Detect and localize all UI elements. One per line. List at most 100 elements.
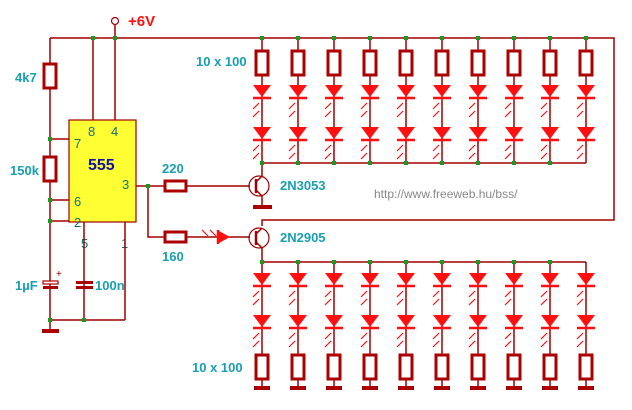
resistor-220 bbox=[163, 179, 188, 193]
junction-node bbox=[548, 36, 552, 40]
resistor bbox=[578, 49, 594, 77]
resistor-4k7 bbox=[42, 62, 58, 90]
resistor bbox=[362, 49, 378, 77]
junction-node bbox=[440, 36, 444, 40]
pin-4: 4 bbox=[111, 124, 118, 139]
resistor bbox=[326, 353, 342, 381]
indicator-led bbox=[219, 231, 230, 243]
led bbox=[505, 127, 523, 139]
resistor bbox=[542, 353, 558, 381]
top-rail-wire bbox=[50, 37, 615, 226]
resistor bbox=[290, 49, 306, 77]
resistor bbox=[290, 353, 306, 381]
resistor bbox=[398, 49, 414, 77]
led bbox=[361, 85, 379, 97]
pin-8: 8 bbox=[88, 124, 95, 139]
junction-node bbox=[368, 260, 372, 264]
polarity-mark: + bbox=[56, 269, 62, 280]
led bbox=[361, 127, 379, 139]
resistor bbox=[434, 353, 450, 381]
junction-node bbox=[332, 260, 336, 264]
led bbox=[469, 85, 487, 97]
label-100n: 100n bbox=[95, 278, 125, 293]
junction-node bbox=[512, 260, 516, 264]
junction-node bbox=[296, 260, 300, 264]
led bbox=[289, 85, 307, 97]
resistor bbox=[578, 353, 594, 381]
resistor-150k bbox=[42, 155, 58, 183]
led bbox=[469, 127, 487, 139]
junction-node bbox=[584, 36, 588, 40]
led bbox=[433, 315, 451, 327]
pin-7: 7 bbox=[74, 136, 81, 151]
led bbox=[505, 273, 523, 285]
led bbox=[433, 85, 451, 97]
label-220: 220 bbox=[162, 161, 184, 176]
pin-6: 6 bbox=[74, 194, 81, 209]
resistor bbox=[542, 49, 558, 77]
led bbox=[289, 273, 307, 285]
label-1uf: 1µF bbox=[15, 278, 38, 293]
led bbox=[469, 315, 487, 327]
label-2n3053: 2N3053 bbox=[280, 178, 326, 193]
led bbox=[397, 273, 415, 285]
label-bottom-resistors: 10 x 100 bbox=[192, 360, 243, 375]
led bbox=[433, 127, 451, 139]
junction-node bbox=[512, 36, 516, 40]
led bbox=[469, 273, 487, 285]
junction-node bbox=[404, 260, 408, 264]
pin-3: 3 bbox=[122, 177, 129, 192]
ic-label: 555 bbox=[88, 157, 115, 174]
resistor bbox=[470, 49, 486, 77]
resistor bbox=[434, 49, 450, 77]
led bbox=[289, 127, 307, 139]
junction-node bbox=[260, 36, 264, 40]
resistor bbox=[254, 353, 270, 381]
junction-node bbox=[260, 260, 264, 264]
led bbox=[325, 85, 343, 97]
junction-node bbox=[476, 260, 480, 264]
led bbox=[577, 273, 595, 285]
resistor bbox=[326, 49, 342, 77]
junction-node bbox=[404, 36, 408, 40]
junction-node bbox=[440, 260, 444, 264]
junction-node bbox=[332, 161, 336, 165]
junction-node bbox=[476, 36, 480, 40]
label-4k7: 4k7 bbox=[15, 70, 37, 85]
led bbox=[541, 315, 559, 327]
led bbox=[433, 273, 451, 285]
label-top-resistors: 10 x 100 bbox=[196, 54, 247, 69]
led bbox=[505, 85, 523, 97]
led bbox=[289, 315, 307, 327]
junction-node bbox=[548, 260, 552, 264]
resistor bbox=[506, 353, 522, 381]
label-150k: 150k bbox=[10, 163, 40, 178]
junction-node bbox=[548, 161, 552, 165]
led bbox=[541, 127, 559, 139]
supply-terminal bbox=[110, 16, 120, 26]
led bbox=[577, 315, 595, 327]
led bbox=[541, 85, 559, 97]
transistor-2n3053 bbox=[248, 163, 272, 209]
led bbox=[253, 85, 271, 97]
led bbox=[505, 315, 523, 327]
led bbox=[325, 315, 343, 327]
capacitor-1uf bbox=[42, 280, 59, 285]
led bbox=[325, 273, 343, 285]
url-text: http://www.freeweb.hu/bss/ bbox=[374, 187, 518, 201]
resistor-160 bbox=[163, 230, 188, 244]
transistor-2n2905 bbox=[248, 227, 270, 262]
led bbox=[577, 127, 595, 139]
label-160: 160 bbox=[162, 249, 184, 264]
junction-node bbox=[296, 36, 300, 40]
resistor bbox=[470, 353, 486, 381]
junction-node bbox=[332, 36, 336, 40]
ic-555 bbox=[68, 119, 137, 223]
led bbox=[253, 315, 271, 327]
junction-node bbox=[296, 161, 300, 165]
led bbox=[361, 315, 379, 327]
supply-label: +6V bbox=[128, 13, 155, 30]
led bbox=[325, 127, 343, 139]
resistor bbox=[254, 49, 270, 77]
junction-node bbox=[368, 161, 372, 165]
